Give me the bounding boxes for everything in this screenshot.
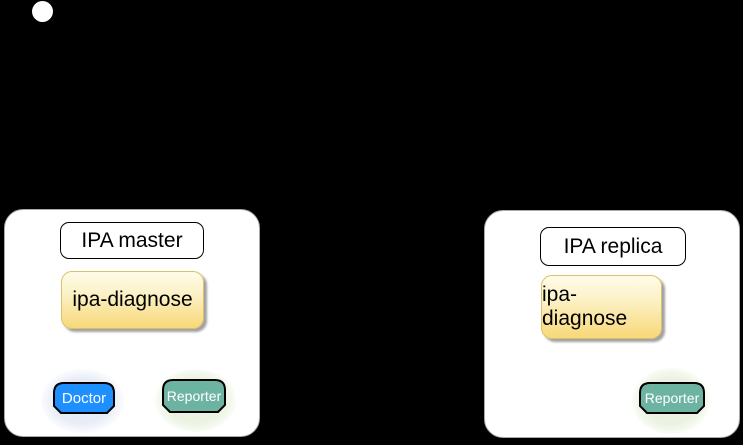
group-ipa-replica: IPA replica ipa-diagnose Reporter: [484, 210, 740, 438]
node-doctor[interactable]: Doctor: [53, 382, 115, 414]
node-ipa-diagnose-master[interactable]: ipa-diagnose: [61, 271, 204, 329]
doctor-shape: [53, 382, 115, 414]
ipa-master-title: IPA master: [60, 222, 204, 259]
node-reporter-master[interactable]: Reporter: [162, 379, 226, 413]
reporter-label: Reporter: [645, 390, 700, 406]
reporter-shape: [639, 382, 705, 414]
node-ipa-diagnose-replica[interactable]: ipa-diagnose: [541, 275, 662, 339]
reporter-label: Reporter: [167, 388, 222, 404]
doctor-label: Doctor: [62, 390, 106, 407]
node-reporter-replica[interactable]: Reporter: [639, 382, 705, 414]
reporter-shape: [162, 379, 226, 413]
ipa-replica-title: IPA replica: [540, 227, 686, 266]
group-ipa-master: IPA master ipa-diagnose Doctor Reporter: [4, 209, 260, 437]
initial-state-node: [32, 1, 53, 22]
